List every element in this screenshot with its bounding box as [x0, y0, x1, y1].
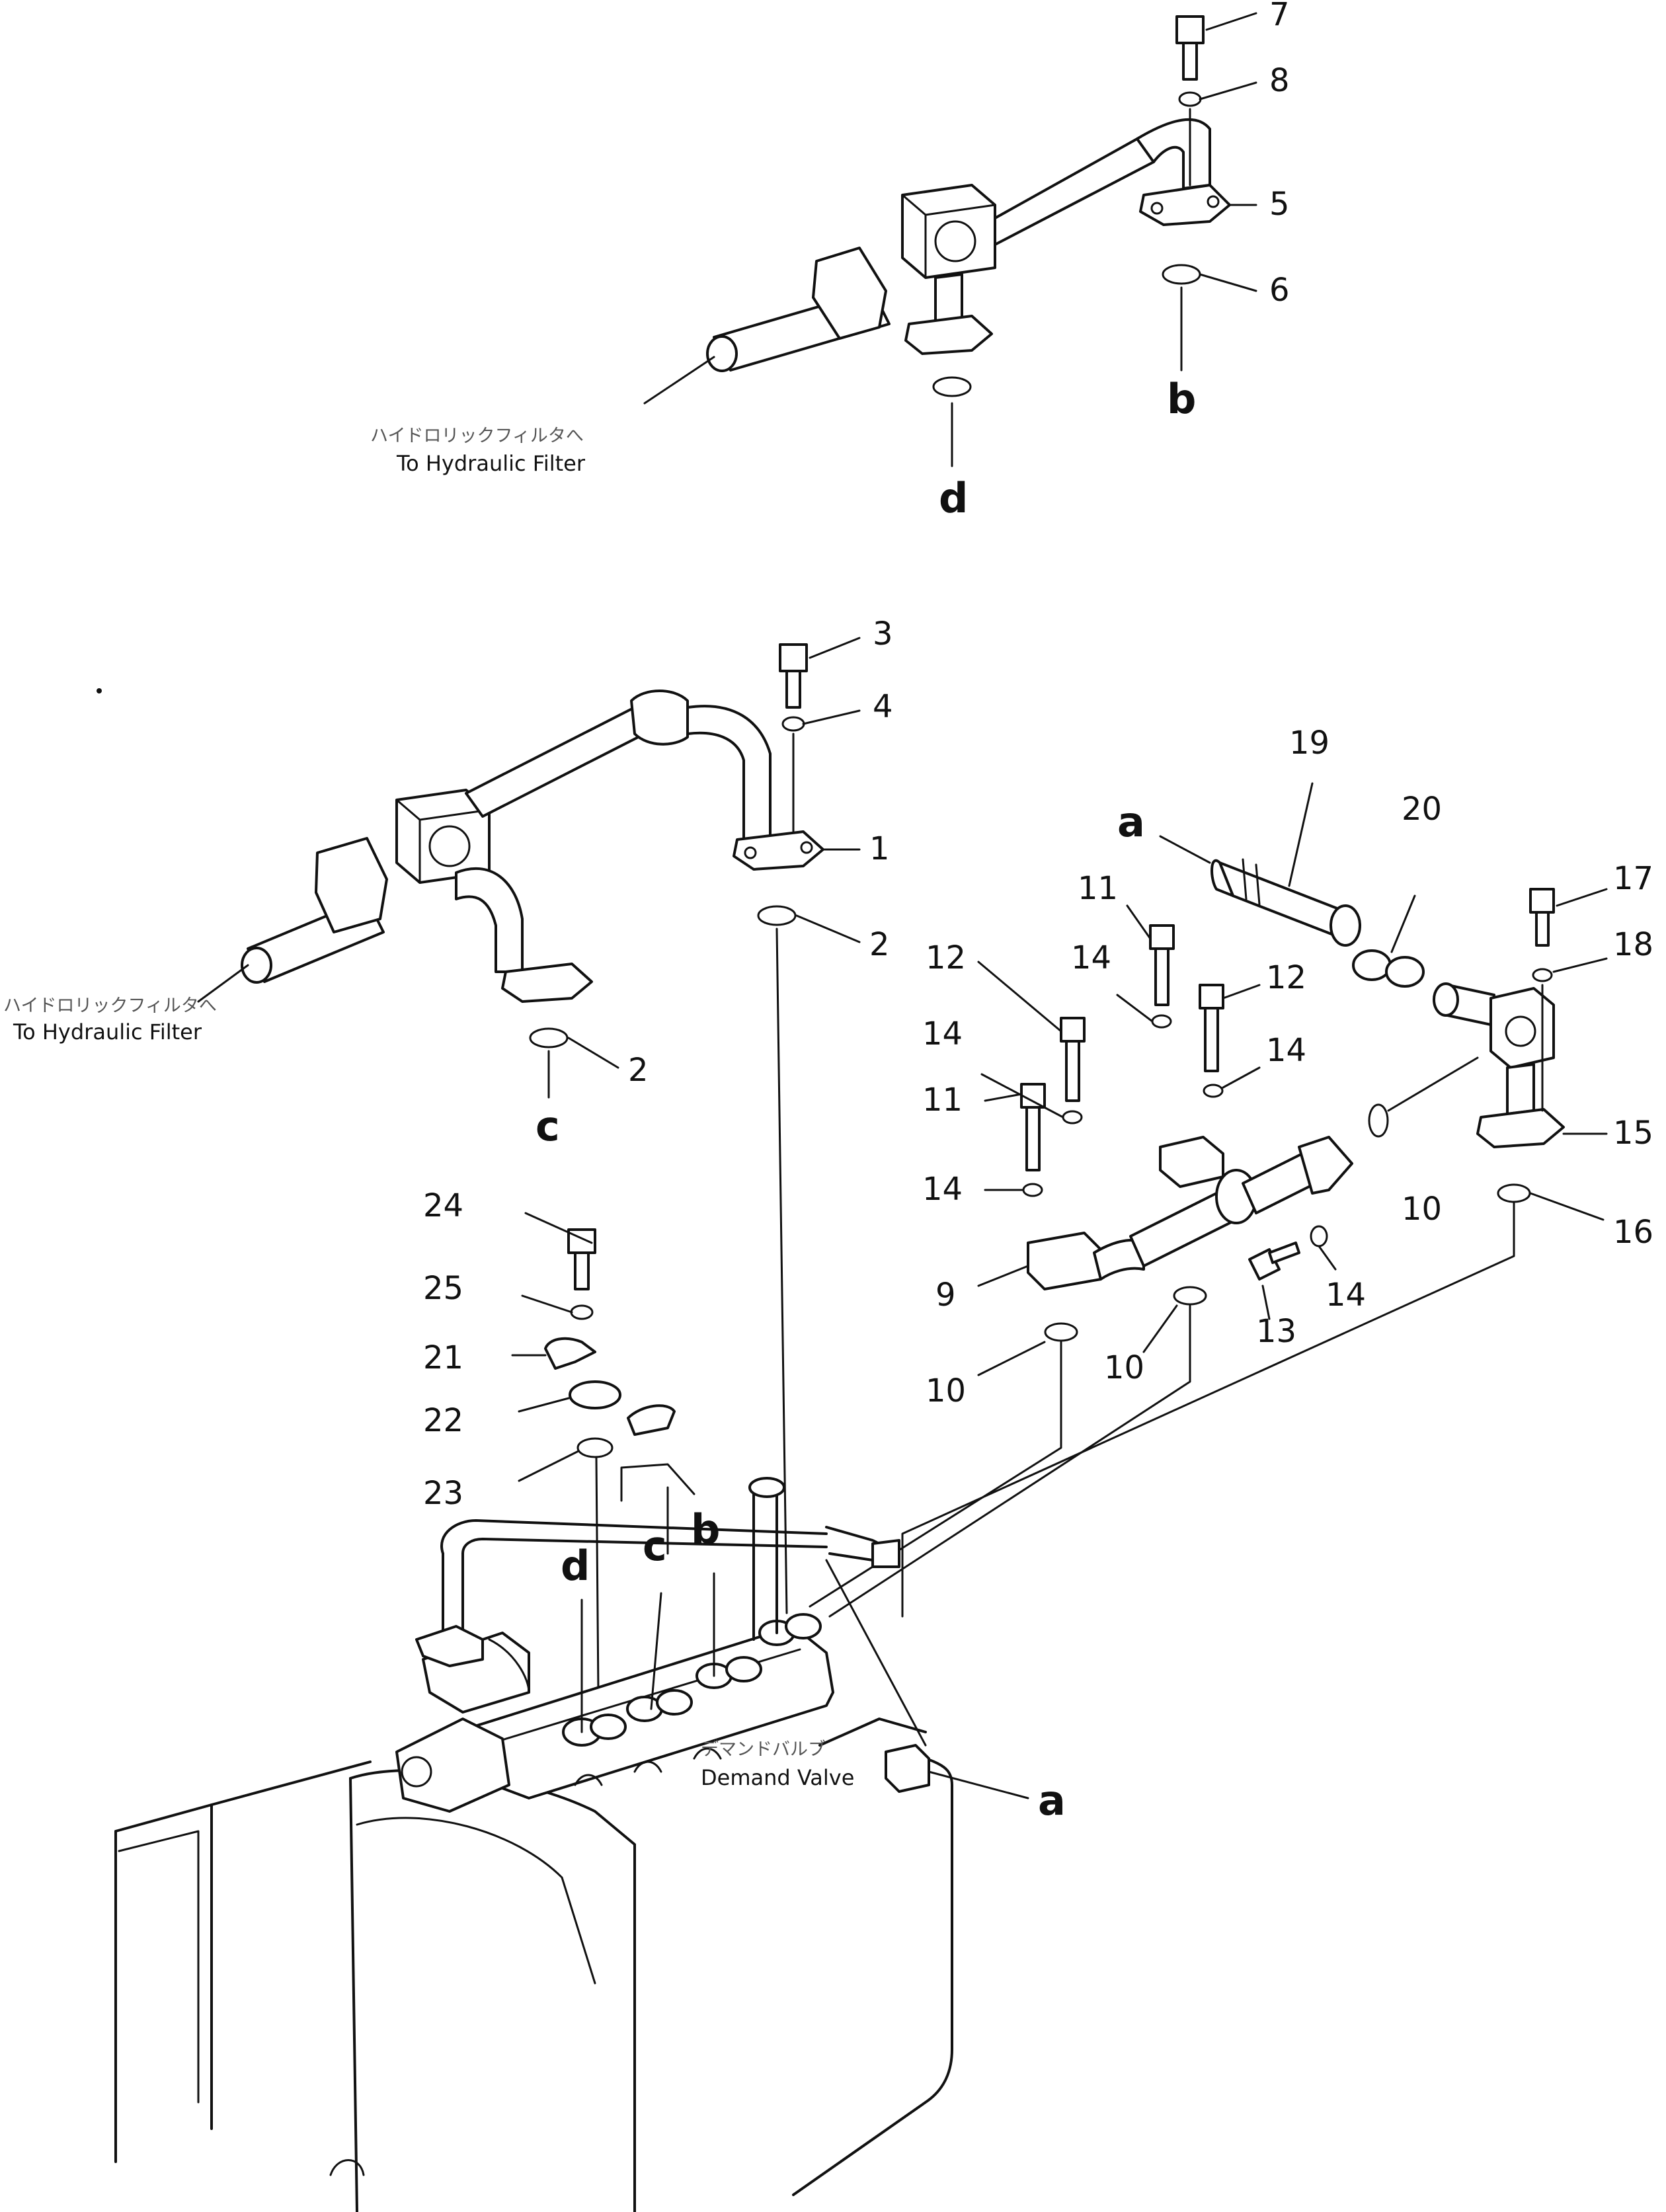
connection-label: c	[643, 1522, 667, 1570]
part-number: 12	[1266, 959, 1306, 996]
part-number: 10	[1104, 1349, 1144, 1386]
part-number: 13	[1256, 1313, 1296, 1350]
part-number: 8	[1269, 62, 1290, 99]
part-number: 14	[922, 1015, 963, 1052]
part-number: 11	[1078, 870, 1118, 907]
part-number: 7	[1269, 0, 1290, 33]
right-pipe-assembly	[809, 782, 1608, 1618]
part-number: 14	[1071, 939, 1111, 976]
connection-label: a	[1038, 1776, 1066, 1825]
part-number: 24	[423, 1187, 463, 1224]
part-number: 14	[1326, 1277, 1366, 1314]
part-number: 20	[1402, 791, 1442, 828]
part-number: 16	[1613, 1214, 1653, 1251]
part-number: 11	[922, 1082, 963, 1119]
part-number: 10	[1402, 1191, 1442, 1228]
connection-label: a	[1117, 798, 1145, 846]
caption-jp: ハイドロリックフィルタへ	[3, 996, 217, 1016]
part-number: 2	[628, 1052, 649, 1089]
caption-en: To Hydraulic Filter	[13, 1019, 202, 1045]
caption-en: To Hydraulic Filter	[396, 451, 586, 476]
part-number: 4	[873, 688, 893, 725]
caption-en: Demand Valve	[701, 1765, 854, 1790]
middle-pipe-assembly	[197, 637, 861, 1614]
part-number: 14	[922, 1171, 963, 1208]
part-number: 1	[869, 830, 890, 867]
part-number: 12	[926, 939, 966, 976]
part-number: 5	[1269, 186, 1290, 223]
part-number: 23	[423, 1475, 463, 1512]
connection-label: c	[536, 1102, 560, 1150]
part-number: 9	[935, 1277, 956, 1314]
part-number: 2	[869, 926, 890, 963]
caption-jp: デマンドバルブ	[701, 1739, 826, 1760]
tank-and-valve	[114, 1463, 1029, 2212]
part-number: 21	[423, 1339, 463, 1376]
connection-label: b	[1167, 375, 1196, 423]
part-number: 6	[1269, 272, 1290, 309]
upper-pipe-assembly	[643, 12, 1257, 467]
connection-label: d	[939, 474, 968, 522]
caption-jp: ハイドロリックフィルタへ	[370, 426, 584, 446]
part-number: 19	[1289, 725, 1329, 762]
part-number: 15	[1613, 1115, 1653, 1152]
connection-label: b	[691, 1505, 720, 1554]
cap-assembly	[511, 1212, 676, 1694]
part-number: 17	[1613, 860, 1653, 897]
part-number: 22	[423, 1402, 463, 1439]
part-number: 10	[926, 1372, 966, 1409]
part-number: 14	[1266, 1032, 1306, 1069]
connection-label: d	[561, 1542, 590, 1590]
part-number: 25	[423, 1270, 463, 1307]
part-number: 18	[1613, 926, 1653, 963]
part-number: 3	[873, 615, 893, 652]
